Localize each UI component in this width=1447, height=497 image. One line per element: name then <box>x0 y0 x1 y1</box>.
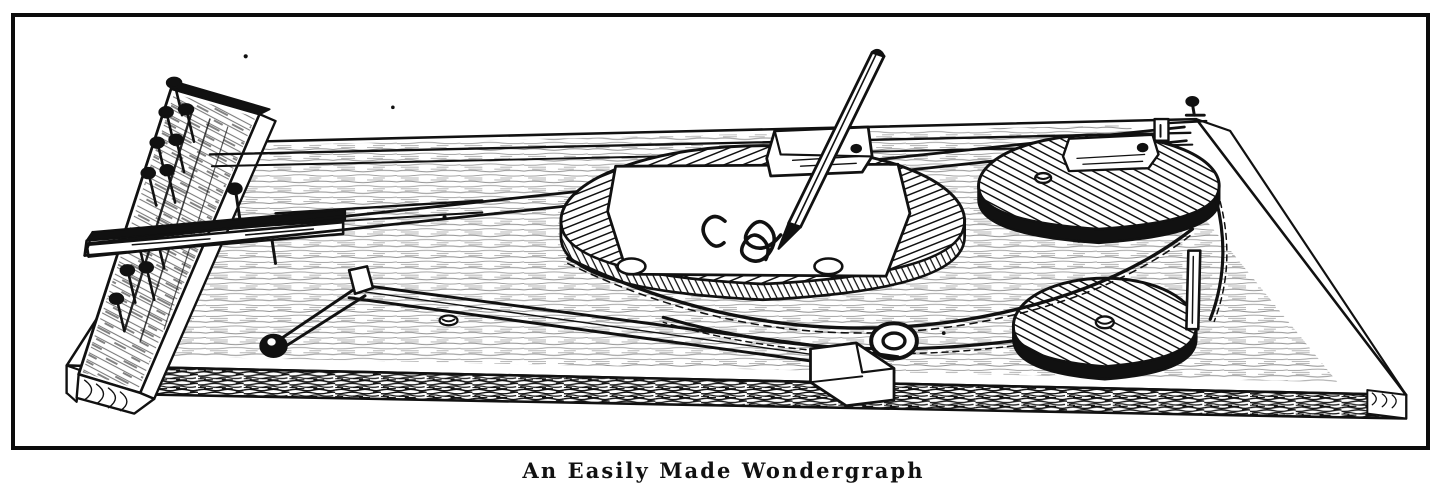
crank-knob <box>259 333 288 358</box>
cord-coil <box>869 321 919 361</box>
pencil-block <box>765 125 874 178</box>
figure-frame <box>11 13 1430 450</box>
pivot-bracket <box>1153 96 1208 142</box>
small-pulley <box>1011 276 1198 381</box>
pencil <box>777 48 886 250</box>
drawn-curve <box>701 214 783 263</box>
wondergraph-engraving <box>65 48 1408 420</box>
engraving-specks <box>243 54 1081 335</box>
upright-post <box>1185 249 1202 331</box>
large-pulley <box>977 133 1221 245</box>
drive-cord <box>566 198 1228 361</box>
turntable <box>559 144 967 302</box>
crank-arm <box>259 265 900 408</box>
figure-caption: An Easily Made Wondergraph <box>522 458 925 483</box>
